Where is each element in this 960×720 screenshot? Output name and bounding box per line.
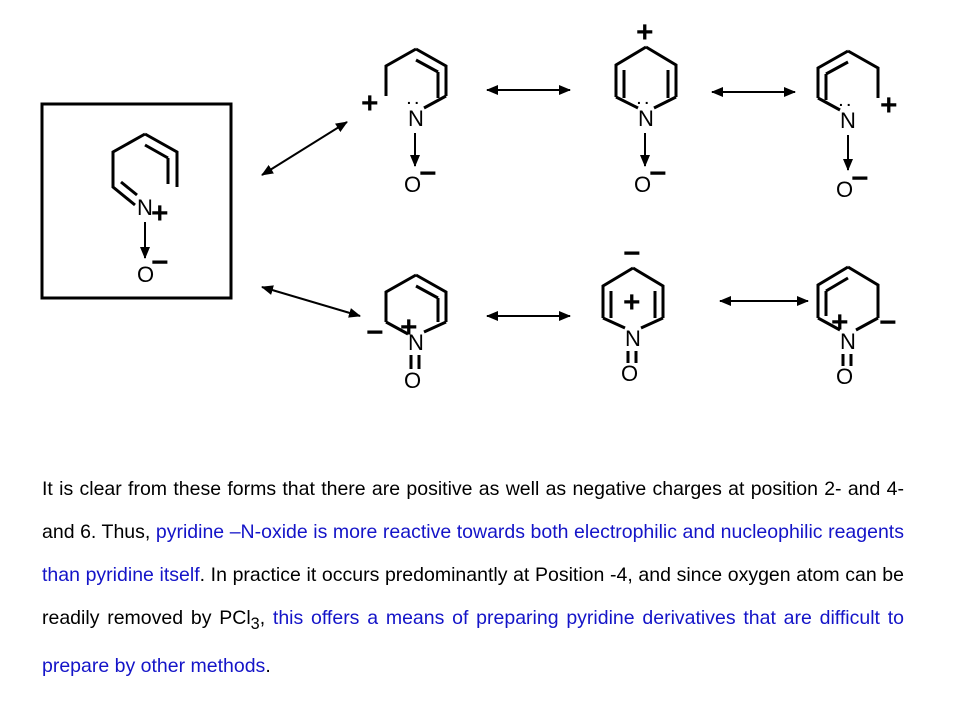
- negative-charge: −: [151, 246, 169, 279]
- highlight-box: [40, 102, 233, 300]
- oxygen-atom: O: [404, 368, 421, 393]
- positive-charge: +: [151, 197, 169, 230]
- lone-pair: . .: [407, 91, 419, 107]
- oxygen-atom: O: [836, 364, 853, 389]
- structure-bottom-3: + − N O: [816, 265, 897, 389]
- boxed-pyridine-n-oxide: N + O −: [40, 102, 233, 300]
- positive-charge: +: [880, 89, 898, 122]
- highlighted-text: this offers a means of preparing pyridin…: [42, 606, 904, 678]
- resonance-arrow-lower-diagonal: [261, 285, 361, 318]
- positive-charge: +: [400, 311, 418, 344]
- nitrogen-atom: N: [840, 108, 856, 133]
- highlighted-text: pyridine –N-oxide is more reactive towar…: [42, 520, 904, 586]
- negative-charge: −: [366, 316, 384, 349]
- resonance-arrow-upper-diagonal: [261, 121, 348, 176]
- oxygen-atom: O: [404, 172, 421, 197]
- paragraph-text: It is clear from these forms that there …: [42, 477, 904, 543]
- oxygen-atom: O: [621, 361, 638, 386]
- positive-charge: +: [623, 286, 641, 319]
- lone-pair: . .: [637, 91, 649, 107]
- subscript: 3: [250, 614, 260, 633]
- negative-charge: −: [851, 162, 869, 195]
- positive-charge: +: [636, 16, 654, 49]
- nitrogen-atom: N: [840, 329, 856, 354]
- nitrogen-atom: N: [625, 326, 641, 351]
- structure-top-2: + . . N O −: [614, 16, 678, 197]
- negative-charge: −: [623, 237, 641, 270]
- positive-charge: +: [361, 87, 379, 120]
- structure-bottom-1: − + N O: [366, 273, 448, 393]
- structure-top-3: . . N + O −: [816, 49, 898, 202]
- resonance-diagram: N + O − . . N + O − + . . N O −: [40, 16, 898, 393]
- structure-bottom-2: − + N O: [601, 237, 665, 386]
- nitrogen-atom: N: [638, 106, 654, 131]
- negative-charge: −: [649, 157, 667, 190]
- explanation-paragraph: It is clear from these forms that there …: [42, 468, 904, 689]
- nitrogen-atom: N: [408, 106, 424, 131]
- pyridine-ring: [111, 132, 179, 207]
- oxygen-atom: O: [836, 177, 853, 202]
- paragraph-text: . In practice it occurs predominantly at…: [42, 563, 905, 629]
- paragraph-text: ,: [259, 606, 266, 629]
- paragraph-text: .: [265, 655, 271, 678]
- structure-top-1: . . N + O −: [361, 47, 448, 197]
- negative-charge: −: [879, 306, 897, 339]
- oxygen-atom: O: [137, 262, 154, 287]
- lone-pair: . .: [839, 93, 851, 109]
- nitrogen-atom: N: [137, 195, 153, 220]
- negative-charge: −: [419, 157, 437, 190]
- nitrogen-atom: N: [408, 330, 424, 355]
- oxygen-atom: O: [634, 172, 651, 197]
- positive-charge: +: [831, 306, 849, 339]
